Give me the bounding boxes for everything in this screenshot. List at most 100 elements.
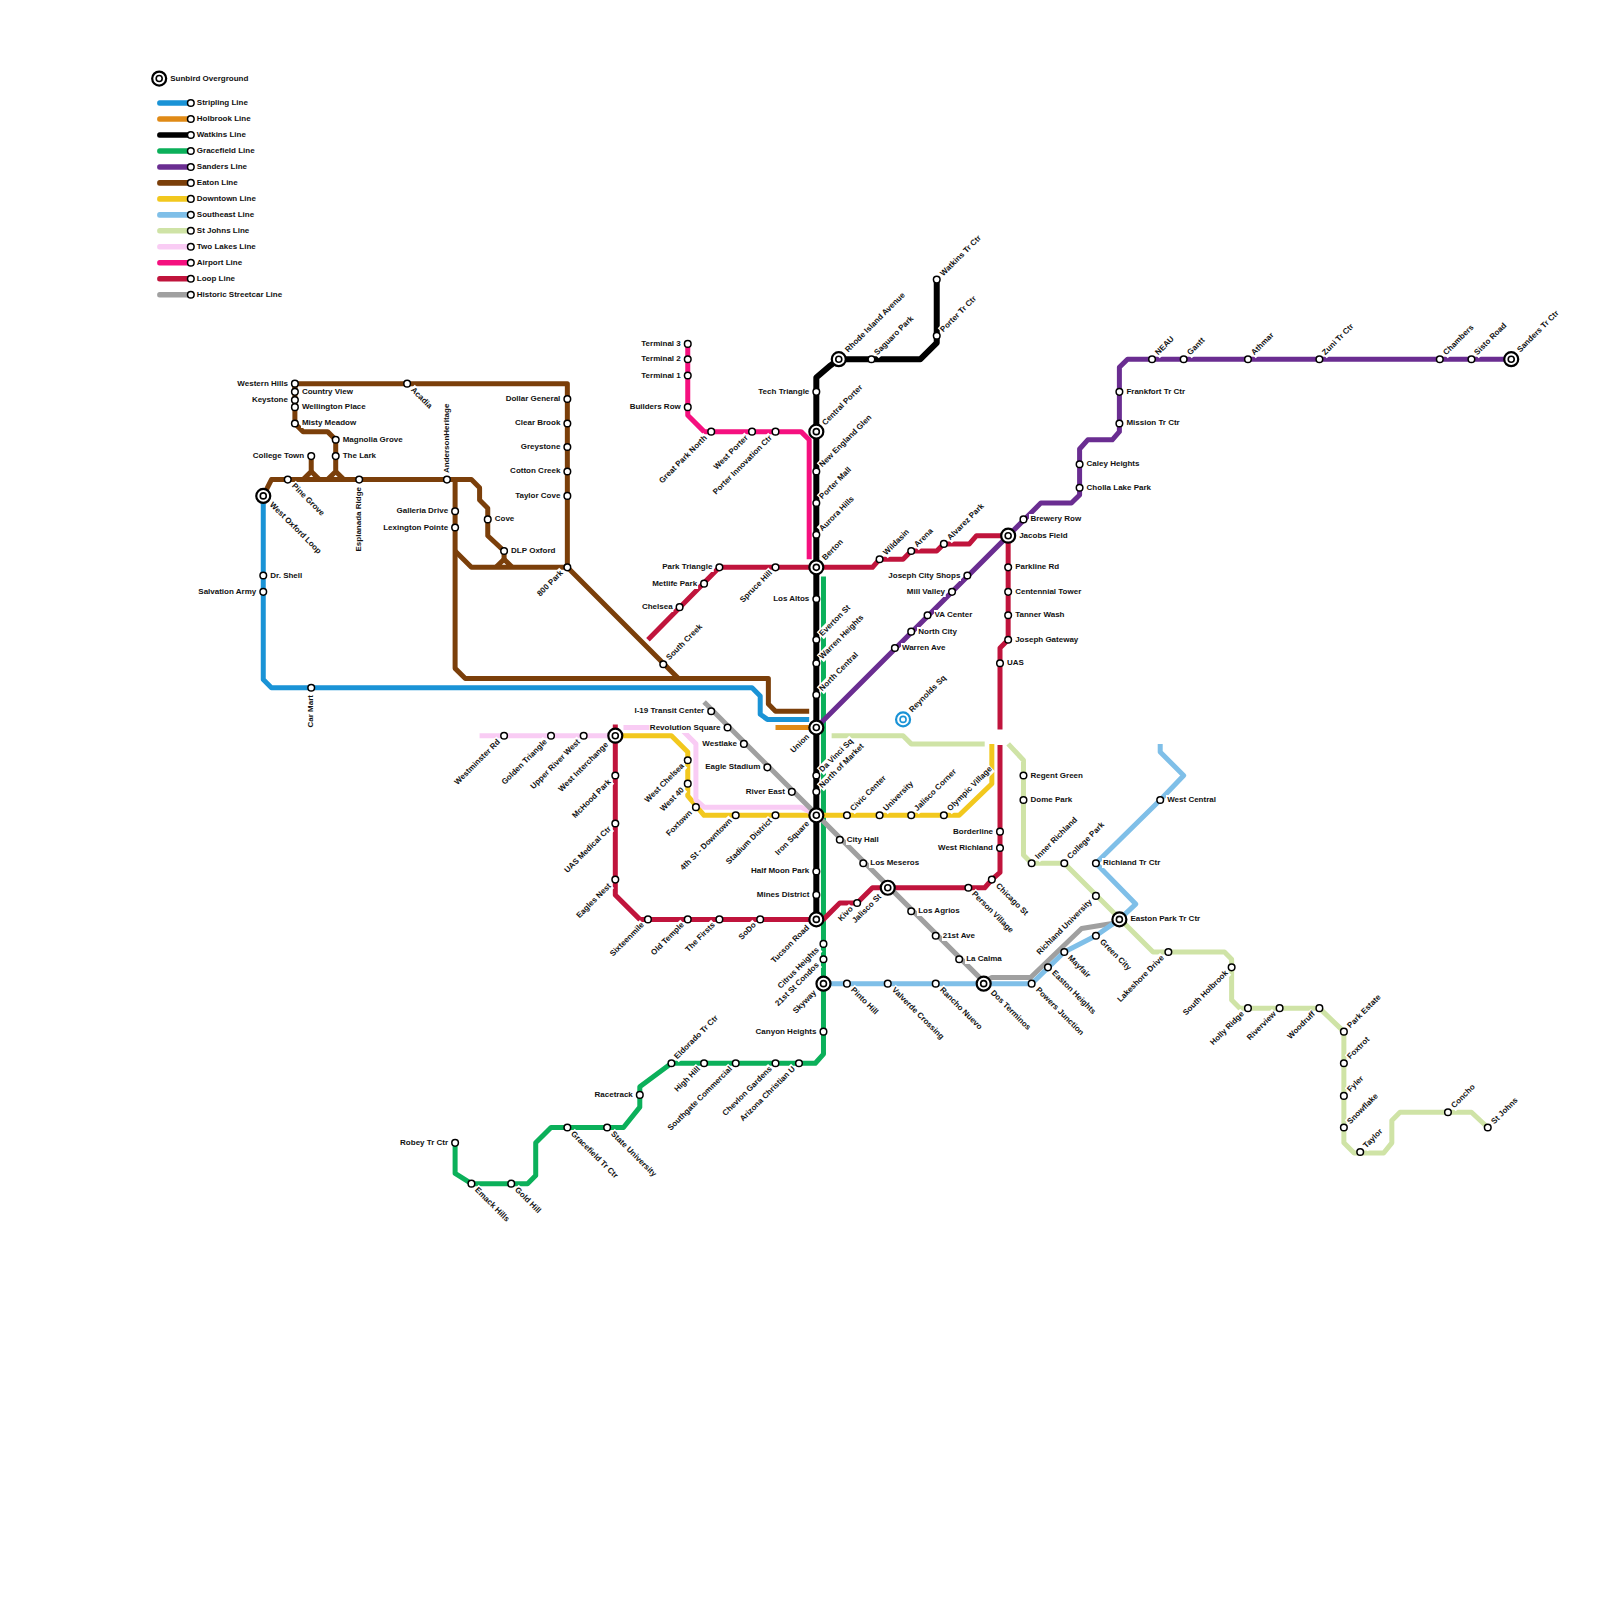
- station-label: South Holbrook: [1180, 968, 1231, 1019]
- station-dot: [452, 524, 459, 531]
- station-dot: [1157, 797, 1164, 804]
- route-line: [295, 384, 336, 480]
- station-label: Salvation Army: [197, 587, 257, 597]
- station-dot: [997, 845, 1004, 852]
- station-label: Centennial Tower: [1014, 587, 1082, 597]
- station-dot: [284, 476, 291, 483]
- station-dot: [724, 724, 731, 731]
- station-dot: [989, 876, 996, 883]
- station-label: 800 Park: [535, 568, 567, 600]
- station-dot: [1149, 356, 1156, 363]
- station-label: South Creek: [664, 622, 706, 664]
- station-dot: [813, 531, 820, 538]
- station-dot: [844, 812, 851, 819]
- interchange-symbol-core: [900, 716, 906, 722]
- station-label: AndersonHeritage: [442, 402, 452, 473]
- interchange-symbol-core: [612, 733, 618, 739]
- station-label: Snowflake: [1345, 1090, 1381, 1126]
- station-label: Metlife Park: [651, 579, 698, 589]
- station-dot: [844, 980, 851, 987]
- legend-swatch: [157, 196, 191, 202]
- station-dot: [260, 589, 267, 596]
- station-label: Galleria Drive: [396, 506, 450, 516]
- station-dot: [636, 1092, 643, 1099]
- station-label: Keystone: [251, 395, 289, 405]
- legend-station-dot: [188, 100, 195, 107]
- station-dot: [332, 436, 339, 443]
- station-label: Gantt: [1184, 335, 1207, 358]
- station-dot: [854, 900, 861, 907]
- station-dot: [813, 868, 820, 875]
- station-label: University: [880, 779, 916, 815]
- station-dot: [292, 380, 299, 387]
- station-dot: [924, 612, 931, 619]
- interchange-symbol: [809, 425, 823, 439]
- station-dot: [813, 389, 820, 396]
- station-label: Brewery Row: [1029, 514, 1082, 524]
- station-label: Jacobs Field: [1018, 531, 1068, 541]
- station-dot: [1061, 949, 1068, 956]
- legend-label: Watkins Line: [196, 130, 247, 140]
- station-dot: [612, 772, 619, 779]
- station-label: Cotton Creek: [509, 466, 561, 476]
- route-line: [648, 536, 1008, 730]
- station-label: Watkins Tr Ctr: [937, 232, 984, 279]
- station-dot: [564, 1124, 571, 1131]
- station-label: Terminal 1: [640, 371, 681, 381]
- interchange-symbol-core: [1508, 356, 1514, 362]
- station-dot: [813, 636, 820, 643]
- legend-swatch: [157, 148, 191, 154]
- legend-swatch: [157, 260, 191, 266]
- station-dot: [1316, 1005, 1323, 1012]
- station-dot: [356, 476, 363, 483]
- station-dot: [548, 732, 555, 739]
- station-label: Western Hills: [236, 379, 289, 389]
- station-label: Dr. Shell: [269, 571, 303, 581]
- station-dot: [884, 980, 891, 987]
- legend-swatch: [157, 212, 191, 218]
- station-label: Riverview: [1244, 1009, 1279, 1044]
- legend-swatch: [157, 292, 191, 298]
- station-label: Taylor: [1361, 1126, 1386, 1151]
- legend-swatch: [157, 276, 191, 282]
- station-label: Los Meseros: [869, 858, 920, 868]
- station-label: Southgate Commercial: [665, 1064, 735, 1134]
- station-label: Zuni Tr Ctr: [1320, 321, 1357, 358]
- station-dot: [1005, 612, 1012, 619]
- station-label: The Firsts: [683, 920, 719, 956]
- station-label: Woodruff: [1285, 1009, 1319, 1043]
- station-dot: [716, 564, 723, 571]
- legend-station-dot: [188, 196, 195, 203]
- legend-label: Stripling Line: [196, 98, 249, 108]
- station-dot: [1020, 797, 1027, 804]
- station-dot: [965, 884, 972, 891]
- station-label: Westminster Rd: [452, 736, 503, 787]
- station-dot: [908, 812, 915, 819]
- station-label: Holly Ridge: [1208, 1009, 1248, 1049]
- station-label: Taylor Cove: [514, 491, 561, 501]
- legend-label: Holbrook Line: [196, 114, 252, 124]
- station-dot: [292, 389, 299, 396]
- station-label: Dos Terminos: [987, 987, 1033, 1033]
- station-dot: [813, 468, 820, 475]
- station-dot: [1436, 356, 1443, 363]
- station-dot: [1341, 1093, 1348, 1100]
- station-dot: [1357, 1149, 1364, 1156]
- station-label: Mines District: [756, 890, 810, 900]
- legend-swatch: [157, 100, 191, 106]
- route-line: [263, 480, 504, 560]
- interchange-symbol-core: [836, 356, 842, 362]
- interchange-symbol-core: [813, 564, 819, 570]
- route-line: [480, 733, 616, 738]
- station-label: Union: [788, 731, 813, 756]
- station-label: Magnolia Grove: [342, 435, 404, 445]
- station-dot: [1020, 516, 1027, 523]
- station-dot: [933, 276, 940, 283]
- interchange-symbol-core: [1116, 916, 1122, 922]
- station-dot: [564, 564, 571, 571]
- station-label: Country View: [301, 387, 354, 397]
- station-dot: [997, 660, 1004, 667]
- station-label: Pine Grove: [288, 480, 326, 518]
- interchange-symbol-core: [813, 916, 819, 922]
